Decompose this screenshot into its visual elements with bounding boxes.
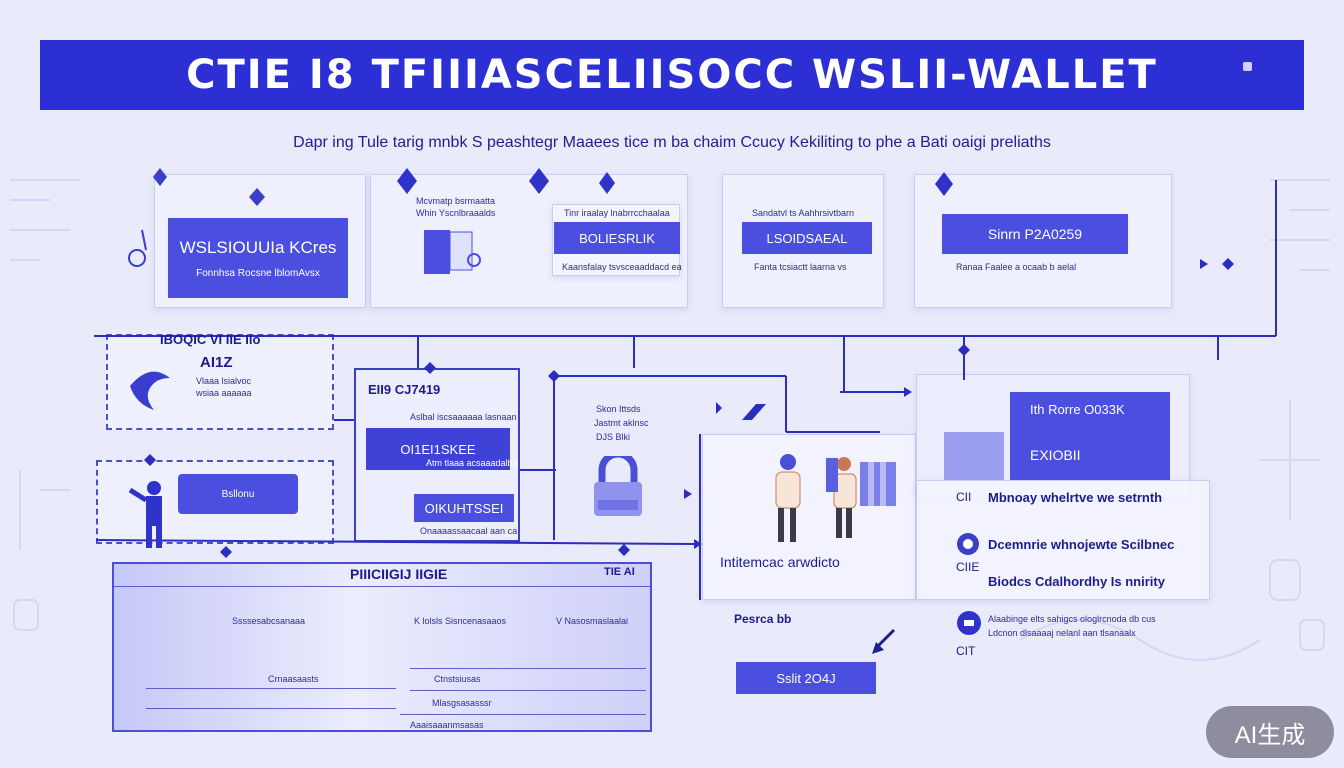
card4-pill[interactable]: LSOIDSAEAL <box>742 222 872 254</box>
bird-icon <box>130 371 170 410</box>
diamond-icon <box>529 168 549 194</box>
card1-pill-label: WSLSIOUUIa KCres <box>179 237 337 257</box>
people-icon <box>775 454 896 542</box>
arrow-down-left-icon <box>872 628 896 654</box>
table-corner: TIE AI <box>604 566 635 578</box>
card5-pill[interactable]: Sinrn P2A0259 <box>942 214 1128 254</box>
node2-sub: Aslbal iscsaaaaaa lasnaan <box>410 412 517 422</box>
node1-line1: Vlaaa lsialvoc <box>196 376 252 386</box>
node2-pill-top-caption: Atm tlaaa acsaaadalba <box>426 458 518 468</box>
card2-line2: Whin Yscnlbraaalds <box>416 208 496 218</box>
node1-code: AI1Z <box>200 354 233 371</box>
node2-pill-top[interactable]: OI1EI1SKEE <box>366 428 510 470</box>
check-circle-icon <box>957 533 979 555</box>
node-marker-icon <box>424 362 436 374</box>
node1-line2: wsiaa aaaaaa <box>196 388 252 398</box>
lock-icon <box>594 456 642 516</box>
node2-pill-bottom-caption: Onaaaassaacaal aan ca <box>420 526 518 536</box>
card4-header: Sandatvl ts Aahhrsivtbarn <box>752 208 855 218</box>
blue-box-line1: Ith Rorre O033K <box>1030 402 1125 417</box>
connector-line <box>95 539 695 545</box>
node3-line1: Skon Ittsds <box>596 404 641 414</box>
row5-text: Ldcnon dlsaaaaj nelanl aan tlsanaalx <box>988 628 1136 638</box>
pin-icon <box>153 168 167 186</box>
card1-caption: Fonnhsa Rocsne lblomAvsx <box>196 267 320 279</box>
node-marker-icon <box>220 546 232 558</box>
diamond-icon <box>935 172 953 196</box>
card1-pill[interactable]: WSLSIOUUIa KCres Fonnhsa Rocsne lblomAvs… <box>168 218 348 298</box>
middle-node-people[interactable] <box>702 434 916 600</box>
table-row-line <box>146 688 396 689</box>
shield-circle-icon <box>957 611 981 635</box>
bottom-table[interactable] <box>112 562 652 732</box>
page-title: CTIE I8 TFIIIASCELIISOCC WSLII-WALLET <box>186 52 1158 98</box>
document-stack-icon <box>424 230 481 274</box>
node-marker-icon <box>618 544 630 556</box>
blue-box-line2: EXIOBII <box>1030 447 1081 463</box>
table-row-line <box>146 708 396 709</box>
table-title: PIIICIIGIJ IIGIE <box>350 566 448 582</box>
node3-line2: Jastmt aklnsc <box>594 418 649 428</box>
pointer-icon <box>128 229 147 267</box>
node-marker-icon <box>1222 258 1234 270</box>
person-icon <box>128 481 162 548</box>
node1-title: IBOQIC VI IIE Ilo <box>160 332 261 347</box>
card5-caption: Ranaa Faalee a ocaab b aelal <box>956 262 1077 272</box>
arrowhead-icon <box>694 539 702 549</box>
row-label-2: Ctnstsiusas <box>434 674 481 684</box>
node-marker-icon <box>144 454 156 466</box>
card3-header: Tinr iraalay lnabrrcchaalaa <box>564 208 670 218</box>
ai-generated-badge: AI生成 <box>1206 706 1334 758</box>
col-header-2: K lolsls Sisncenasaaos <box>414 616 507 626</box>
row1-text: Mbnoay whelrtve we setrnth <box>988 490 1163 505</box>
row6-code: CIT <box>956 644 976 658</box>
arrow-icon <box>716 402 766 420</box>
arrowhead-icon <box>904 387 912 397</box>
pin-icon <box>249 188 265 206</box>
node2-pill-bottom[interactable]: OIKUHTSSEI <box>414 494 514 522</box>
row3-text: Biodcs Cdalhordhy Is nnirity <box>988 574 1165 589</box>
card4-caption: Fanta tcsiactt laarna vs <box>754 262 847 272</box>
node4-button[interactable]: Bsllonu <box>178 474 298 514</box>
banner-title: CTIE I8 TFIIIASCELIISOCC WSLII-WALLET <box>40 40 1304 110</box>
row-label-1: Crnaasaasts <box>268 674 319 684</box>
blue-box-shadow <box>944 432 1004 480</box>
banner-dot <box>1243 62 1252 71</box>
table-row-line <box>410 668 646 669</box>
row-label-4: Aaaisaaanmsasas <box>410 720 484 730</box>
diamond-icon <box>599 172 615 194</box>
bottom-note: Pesrca bb <box>734 612 792 626</box>
node-marker-icon <box>548 370 560 382</box>
row3-code: CIIE <box>956 560 980 574</box>
card3-caption: Kaansfalay tsvsceaaddacd ea <box>562 262 682 272</box>
node3-line3: DJS Blki <box>596 432 631 442</box>
col-header-3: V Nasosmaslaalai <box>556 616 629 626</box>
card2-line1: Mcvmatp bsrmaatta <box>416 196 496 206</box>
blue-box[interactable]: Ith Rorre O033K EXIOBII <box>1010 392 1170 480</box>
table-header-rule <box>114 586 650 587</box>
node-marker-icon <box>958 344 970 356</box>
people-caption: Intitemcac arwdicto <box>720 554 840 570</box>
table-row-line <box>410 690 646 691</box>
node2-title: EII9 CJ7419 <box>368 382 441 397</box>
card3-pill[interactable]: BOLIESRLIK <box>554 222 680 254</box>
arrowhead-icon <box>1200 259 1208 269</box>
table-row-line <box>400 714 646 715</box>
arrowhead-icon <box>684 489 692 499</box>
bottom-pill[interactable]: Sslit 2O4J <box>736 662 876 694</box>
row-label-3: Mlasgsasasssr <box>432 698 492 708</box>
node2-pill-top-label: OI1EI1SKEE <box>400 441 476 457</box>
row4-text: Alaabinge elts sahigcs ologlrcnoda db cu… <box>988 614 1156 624</box>
table-shade <box>114 564 650 730</box>
col-header-1: Ssssesabcsanaaa <box>232 616 306 626</box>
diamond-icon <box>397 168 417 194</box>
row1-code: CII <box>956 490 972 504</box>
page-subtitle: Dapr ing Tule tarig mnbk S peashtegr Maa… <box>293 134 1051 151</box>
row2-text: Dcemnrie whnojewte Scilbnec <box>988 537 1175 552</box>
